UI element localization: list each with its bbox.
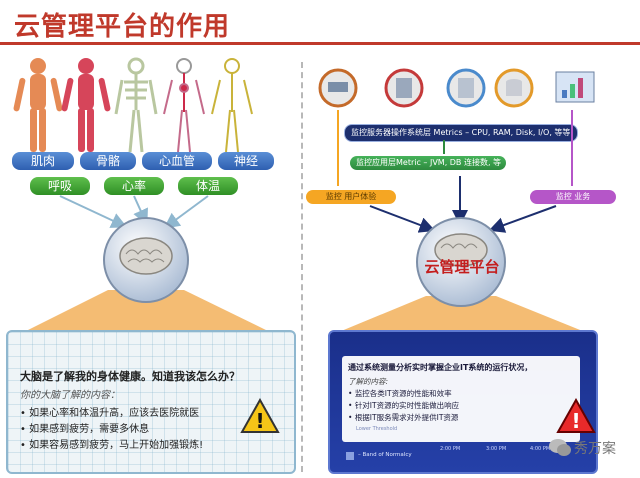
organ-pill-muscle: 肌肉 [12,152,74,170]
database-icon [494,68,534,108]
legend-label: – Band of Normalcy [358,452,412,458]
arrow-to-brain-right [488,205,557,233]
right-panel-bullet-3: • 根据IT服务需求对外提供IT资源 [348,413,459,422]
right-warning-icon: ! [556,398,596,433]
left-panel-bullet-2: • 如果感到疲劳，需要多休息 [20,424,150,435]
arrow-to-brain-left [369,205,436,233]
right-panel-bullet-1: • 监控各类IT资源的性能和效率 [348,389,452,398]
left-panel-bullet-3: • 如果容易感到疲劳，马上开始加强锻炼! [20,440,204,451]
title-underline [0,42,640,45]
metric-bar-os: 监控服务器操作系统层 Metrics – CPU, RAM, Disk, I/O… [344,124,578,142]
cardiovascular-figure-icon [163,58,205,153]
left-panel-subheading: 你的大脑了解的内容： [20,390,120,401]
muscle-figure-2-icon [61,58,111,152]
it-resource-icons [318,68,595,108]
section-divider [301,62,303,472]
threshold-label: Lower Threshold [356,426,398,432]
vital-pill-temperature: 体温 [178,177,238,195]
vital-pill-heart-rate: 心率 [104,177,164,195]
human-body-figures [13,57,253,153]
left-warning-icon: ! [240,398,280,433]
network-icon [318,68,358,108]
right-panel-content [342,356,580,442]
right-cone [334,296,590,334]
left-panel-heading: 大脑是了解我的身体健康。知道我该怎么办？ [20,370,240,383]
organ-pill-nerve: 神经 [218,152,274,170]
right-brain-icon [434,233,488,267]
brand-watermark: 秀万案 [574,441,616,457]
business-monitor-box: 监控 业务 [530,190,616,204]
vital-pill-breath: 呼吸 [30,177,90,195]
left-info-panel [6,330,296,474]
business-chart-icon [555,71,595,103]
skeleton-figure-icon [114,57,158,153]
organ-pill-cardio: 心血管 [142,152,212,170]
muscle-figure-icon [13,58,63,152]
nervous-figure-icon [211,58,253,153]
right-panel-heading: 通过系统测量分析实时掌握企业IT系统的运行状况， [348,363,533,372]
arrow-left [59,195,128,228]
right-flow-graphic [334,110,590,334]
left-panel-bullet-1: • 如果心率和体温升高，应该去医院就医 [20,408,200,419]
user-experience-box: 监控 用户体验 [306,190,396,204]
right-panel-bullet-2: • 针对IT资源的实时性能做出响应 [348,401,460,410]
left-cone [24,290,270,332]
svg-text:!: ! [571,409,580,433]
metric-bar-app: 监控应用层Metric – JVM, DB 连接数, 等等. [350,156,506,181]
tick-label-2: 3:00 PM [486,446,507,452]
page-title: 云管理平台的作用 [14,12,231,42]
server-icon [384,68,424,108]
right-panel-subheading: 了解的内容: [348,377,389,386]
organ-pill-bone: 骨骼 [80,152,136,170]
tick-label-1: 2:00 PM [440,446,461,452]
left-flow-graphic [24,195,270,332]
left-brain-icon [119,237,173,275]
storage-icon [446,68,486,108]
svg-text:!: ! [255,409,264,433]
cloud-platform-label: 云管理平台 [424,258,500,276]
tick-label-3: 4:00 PM [530,446,551,452]
legend-swatch [346,452,354,460]
arrow-mid [133,195,148,226]
arrow-right [163,195,209,229]
wechat-icon [549,439,571,456]
